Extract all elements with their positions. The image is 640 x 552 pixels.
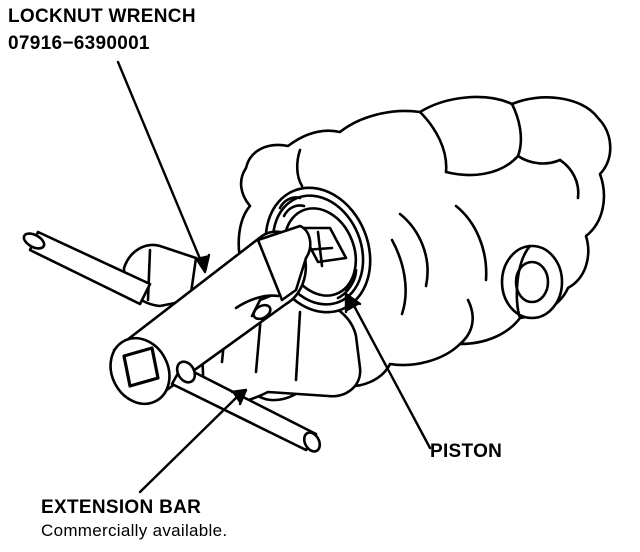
caliper-body [122, 95, 612, 405]
extension-bar-tool [22, 230, 322, 453]
leader-lines [116, 60, 432, 494]
tool-number-label: 07916−6390001 [8, 33, 150, 54]
tool-name-label: LOCKNUT WRENCH [8, 6, 196, 27]
piston-label: PISTON [430, 441, 503, 462]
extension-bar-label: EXTENSION BAR [41, 497, 202, 518]
extension-note-label: Commercially available. [41, 521, 228, 540]
locknut-wrench-tool [109, 224, 312, 406]
